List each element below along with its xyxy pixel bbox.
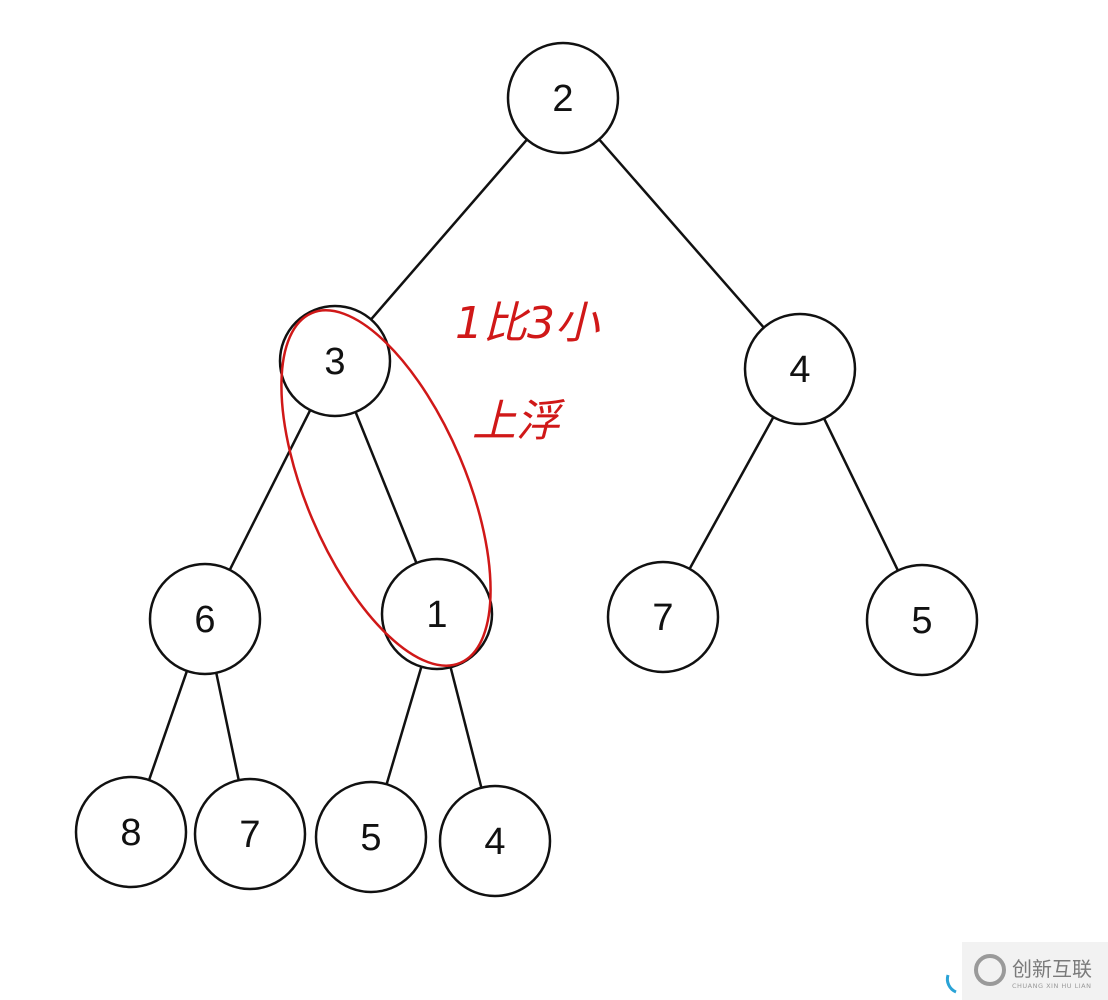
tree-node-n5b: 5 [314,780,428,894]
tree-nodes: 2 3 4 6 1 7 5 8 7 5 4 [74,41,979,898]
watermark-background [962,942,1108,1000]
tree-node-n7b: 7 [193,777,307,891]
tree-node-circle [74,775,188,889]
tree-node-circle [148,562,262,676]
tree-edge-n3-n1 [354,411,418,564]
tree-node-n1: 1 [380,557,494,671]
tree-node-circle [865,563,979,677]
tree-node-circle [380,557,494,671]
tree-node-label: 4 [789,349,810,391]
tree-edge-n6-n8 [147,670,189,781]
tree-edge-n4-n7a [688,416,775,570]
tree-node-n8: 8 [74,775,188,889]
tree-node-label: 7 [239,814,260,856]
tree-node-circle [606,560,720,674]
tree-node-n4b: 4 [438,784,552,898]
tree-node-label: 5 [911,600,932,642]
tree-node-n3: 3 [278,304,392,418]
tree-node-circle [278,304,392,418]
tree-node-label: 2 [552,78,573,120]
tree-edge-n4-n5a [822,417,900,572]
tree-node-label: 4 [484,821,505,863]
tree-node-label: 5 [360,817,381,859]
tree-node-label: 7 [652,597,673,639]
tree-node-circle [506,41,620,155]
annotation-line2: 上浮 [472,396,566,447]
tree-node-root: 2 [506,41,620,155]
tree-node-circle [314,780,428,894]
annotation-line1: 1比3小 [455,298,600,349]
watermark-text: 创新互联 [1012,957,1092,981]
tree-edge-n1-n4b [449,666,483,789]
tree-node-n6: 6 [148,562,262,676]
c-logo-icon-accent [945,974,957,994]
tree-edge-n6-n7b [215,672,240,781]
tree-node-n5a: 5 [865,563,979,677]
tree-node-n4: 4 [743,312,857,426]
tree-node-label: 6 [194,599,215,641]
c-logo-icon [974,954,1006,986]
tree-edge-n3-n6 [228,409,312,571]
tree-node-circle [193,777,307,891]
tree-edges [147,138,900,789]
tree-node-label: 1 [426,594,447,636]
tree-edge-n1-n5b [385,666,423,785]
watermark: 创新互联 CHUANG XIN HU LIAN [945,942,1108,1000]
tree-node-circle [743,312,857,426]
highlight-ellipse [280,309,492,667]
tree-node-circle [438,784,552,898]
tree-edge-root-n3 [370,138,528,321]
watermark-subtext: CHUANG XIN HU LIAN [1012,982,1091,990]
tree-node-label: 3 [324,341,345,383]
tree-node-n7a: 7 [606,560,720,674]
tree-node-label: 8 [120,812,141,854]
tree-edge-root-n4 [598,138,765,329]
